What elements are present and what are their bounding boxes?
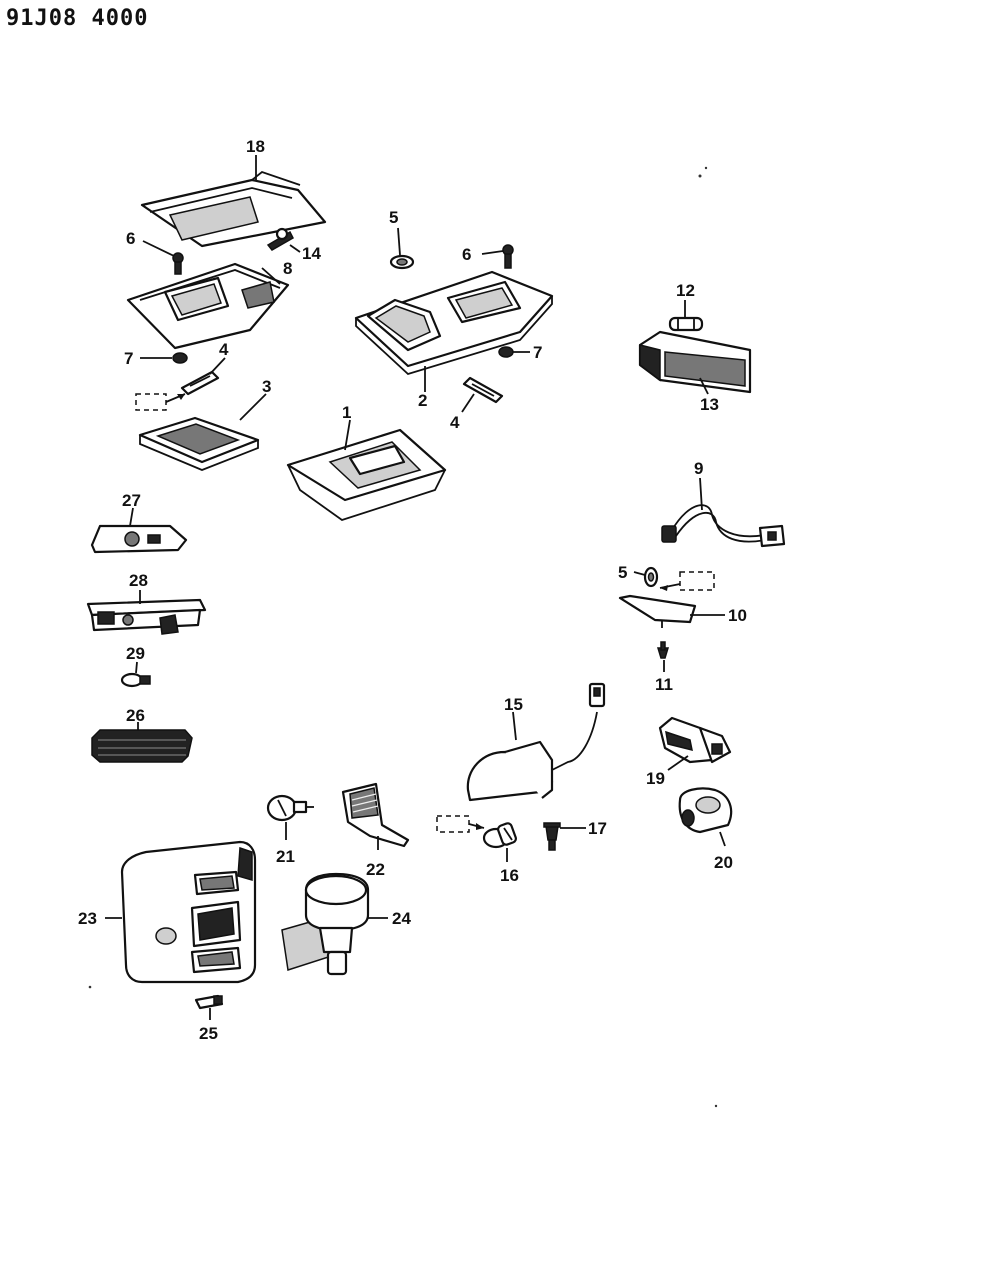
callout-29: 29 bbox=[126, 644, 145, 663]
part-3-lens-cover bbox=[138, 416, 260, 471]
part-11-screw bbox=[656, 641, 670, 659]
part-5-clip-top bbox=[389, 254, 415, 270]
part-26-lens bbox=[91, 729, 193, 763]
callout-5b: 5 bbox=[618, 563, 627, 582]
callout-1: 1 bbox=[342, 403, 351, 422]
diagram-code: 91J08 4000 bbox=[6, 6, 149, 31]
callout-7a: 7 bbox=[124, 349, 133, 368]
part-25-bulb bbox=[194, 994, 224, 1010]
part-19-socket bbox=[658, 716, 732, 764]
callout-22: 22 bbox=[366, 860, 385, 879]
callout-24: 24 bbox=[392, 909, 411, 928]
part-13-cargo-lamp bbox=[638, 330, 752, 394]
callout-19: 19 bbox=[646, 769, 665, 788]
part-29-bulb bbox=[120, 672, 151, 688]
part-24-map-lamp bbox=[281, 872, 370, 976]
callout-9: 9 bbox=[694, 459, 703, 478]
callout-14: 14 bbox=[302, 244, 321, 263]
callout-21: 21 bbox=[276, 847, 295, 866]
callout-7b: 7 bbox=[533, 343, 542, 362]
part-2-console-housing bbox=[354, 270, 554, 376]
part-28-lamp-housing bbox=[86, 598, 207, 635]
callout-20: 20 bbox=[714, 853, 733, 872]
reference-box-left bbox=[135, 393, 167, 411]
part-18-cover bbox=[140, 170, 327, 248]
part-4-lens-right bbox=[462, 376, 504, 404]
callout-18: 18 bbox=[246, 137, 265, 156]
callout-8: 8 bbox=[283, 259, 292, 278]
part-1-console-bezel bbox=[286, 428, 447, 521]
callout-12: 12 bbox=[676, 281, 695, 300]
part-7-nut-right bbox=[498, 346, 514, 358]
part-5-clip-right bbox=[643, 566, 659, 588]
part-23-console-housing bbox=[120, 840, 257, 984]
callout-11: 11 bbox=[655, 675, 673, 694]
callout-17: 17 bbox=[588, 819, 607, 838]
reference-box-bulb bbox=[436, 815, 470, 833]
part-17-screw bbox=[543, 822, 561, 851]
callout-4b: 4 bbox=[450, 413, 460, 432]
part-7-nut-left bbox=[172, 352, 188, 364]
callout-4a: 4 bbox=[219, 340, 229, 359]
callout-5a: 5 bbox=[389, 208, 398, 227]
part-16-bulb bbox=[482, 822, 517, 849]
part-22-lens bbox=[341, 782, 410, 848]
callout-15: 15 bbox=[504, 695, 523, 714]
callout-28: 28 bbox=[129, 571, 148, 590]
part-27-lamp bbox=[90, 524, 188, 554]
part-21-bulb bbox=[266, 794, 314, 822]
callout-10: 10 bbox=[728, 606, 747, 625]
callout-3: 3 bbox=[262, 377, 271, 396]
callout-6b: 6 bbox=[462, 245, 471, 264]
reference-box-right bbox=[679, 571, 715, 591]
part-20-bezel bbox=[678, 787, 733, 834]
part-9-wiring-harness bbox=[661, 504, 786, 548]
callout-16: 16 bbox=[500, 866, 519, 885]
part-14-screw bbox=[266, 227, 294, 251]
callout-26: 26 bbox=[126, 706, 145, 725]
part-6-bolt-right bbox=[502, 244, 514, 269]
callout-2: 2 bbox=[418, 391, 427, 410]
part-10-bracket bbox=[618, 594, 697, 628]
part-8-lamp-housing bbox=[126, 262, 290, 350]
callout-13: 13 bbox=[700, 395, 719, 414]
callout-6a: 6 bbox=[126, 229, 135, 248]
part-12-bulb bbox=[668, 316, 704, 332]
part-6-bolt-left bbox=[172, 252, 184, 275]
callout-23: 23 bbox=[78, 909, 97, 928]
callout-25: 25 bbox=[199, 1024, 218, 1043]
part-4-lens-left bbox=[180, 370, 220, 396]
callout-27: 27 bbox=[122, 491, 141, 510]
part-15-lamp-assembly bbox=[466, 682, 606, 802]
